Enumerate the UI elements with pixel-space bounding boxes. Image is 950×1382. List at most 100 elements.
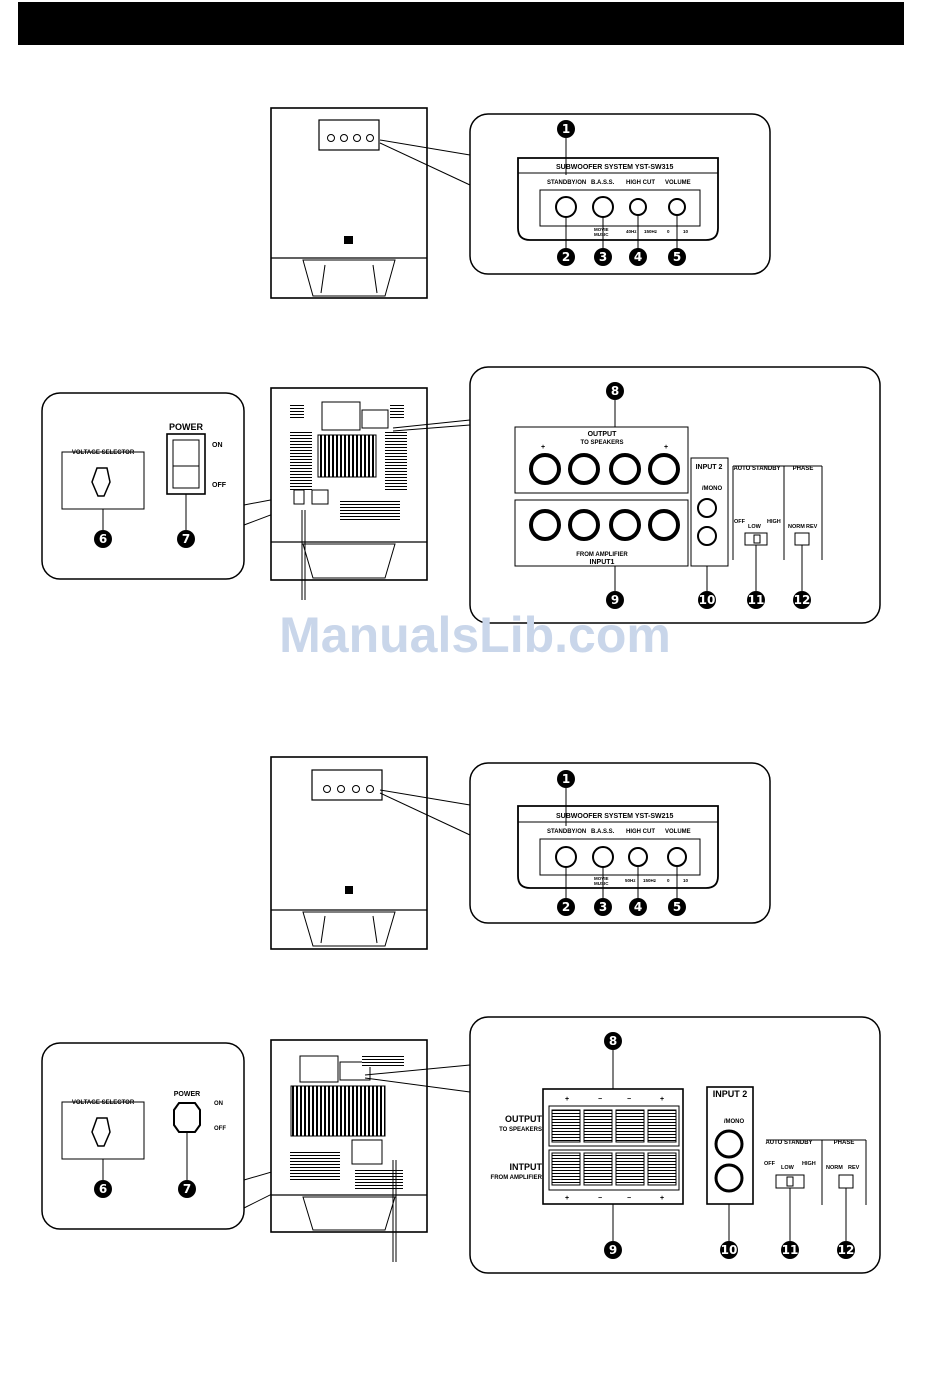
- voltage-selector-switch[interactable]: [91, 1117, 111, 1147]
- power-button[interactable]: [173, 1102, 201, 1133]
- speaker-in-clip[interactable]: [615, 1152, 645, 1186]
- auto-off-label: OFF: [764, 1161, 776, 1167]
- volume-knob[interactable]: [667, 847, 687, 867]
- phase-switch[interactable]: [794, 532, 810, 546]
- power-label: POWER: [169, 422, 204, 432]
- out-plus-left: +: [541, 444, 545, 451]
- svg-text:8: 8: [609, 1034, 617, 1048]
- svg-text:9: 9: [611, 593, 619, 607]
- highcut-label: HIGH CUT: [626, 180, 655, 186]
- speaker-out-clip[interactable]: [647, 1109, 677, 1143]
- bass-button[interactable]: [592, 846, 614, 868]
- standby-button[interactable]: [555, 196, 577, 218]
- callouts-8-12-bottom: 8 9 10 11 12: [604, 1032, 855, 1259]
- phase-switch[interactable]: [838, 1174, 854, 1189]
- minus-label: −: [627, 1096, 631, 1103]
- plus-label: +: [565, 1096, 569, 1103]
- speaker-out-terminal[interactable]: [648, 453, 680, 485]
- input-label: INTPUT: [510, 1162, 543, 1172]
- callout-box-rear-right-315: [469, 366, 881, 624]
- speaker-in-clip[interactable]: [647, 1152, 677, 1186]
- input2-rca-jack[interactable]: [697, 498, 717, 518]
- rear-cabinet-315: [270, 387, 428, 600]
- volume-knob[interactable]: [668, 198, 686, 216]
- speaker-in-terminal[interactable]: [609, 509, 641, 541]
- input2-rca-jack[interactable]: [714, 1129, 744, 1159]
- highcut-knob[interactable]: [628, 847, 648, 867]
- minus-label: −: [627, 1195, 631, 1202]
- svg-text:5: 5: [673, 900, 681, 914]
- power-off-label: OFF: [212, 482, 227, 489]
- svg-text:1: 1: [562, 772, 570, 786]
- auto-high-label: HIGH: [802, 1161, 816, 1167]
- standby-label: STANDBY/ON: [547, 180, 586, 186]
- speaker-in-terminal[interactable]: [568, 509, 600, 541]
- callouts-1-5-third: 1 2 3 4 5: [557, 770, 686, 916]
- svg-text:3: 3: [599, 250, 607, 264]
- standby-button[interactable]: [555, 846, 577, 868]
- out-plus-right: +: [664, 444, 668, 451]
- front-panel-215-title: SUBWOOFER SYSTEM YST-SW215: [556, 813, 673, 820]
- bass-button[interactable]: [592, 196, 614, 218]
- callout-1-top: 1: [557, 120, 575, 175]
- power-on-label: ON: [214, 1101, 223, 1107]
- svg-text:12: 12: [838, 1243, 855, 1257]
- freq-max: 150Hz: [643, 878, 657, 883]
- plus-label: +: [660, 1195, 664, 1202]
- to-speakers-label: TO SPEAKERS: [499, 1127, 542, 1133]
- to-speakers-label: TO SPEAKERS: [581, 440, 624, 446]
- front-panel-315-title: SUBWOOFER SYSTEM YST-SW315: [556, 164, 673, 171]
- svg-text:10: 10: [721, 1243, 738, 1257]
- auto-low-label: LOW: [781, 1165, 795, 1171]
- svg-text:2: 2: [562, 900, 570, 914]
- rear-terminals-315: OUTPUT TO SPEAKERS + + FROM AMPLIFIER IN…: [514, 426, 823, 567]
- speaker-out-terminal[interactable]: [568, 453, 600, 485]
- auto-off-label: OFF: [734, 519, 746, 525]
- freq-min: 40Hz: [626, 229, 637, 234]
- speaker-out-terminal[interactable]: [609, 453, 641, 485]
- auto-standby-label: AUTO STANDBY: [765, 1140, 812, 1146]
- svg-text:1: 1: [562, 122, 570, 136]
- from-amplifier-label: FROM AMPLIFIER: [576, 552, 628, 558]
- rear-cabinet-215: [270, 1039, 428, 1262]
- speaker-in-clip[interactable]: [551, 1152, 581, 1186]
- power-off-label: OFF: [214, 1126, 226, 1132]
- svg-text:4: 4: [634, 250, 642, 264]
- front-cabinet-215: [270, 756, 428, 950]
- plus-label: +: [660, 1096, 664, 1103]
- rear-terminals-215: OUTPUT TO SPEAKERS INTPUT FROM AMPLIFIER…: [491, 1086, 867, 1205]
- auto-low-label: LOW: [748, 524, 762, 530]
- voltage-selector-switch[interactable]: [91, 467, 111, 497]
- input2-rca-jack[interactable]: [714, 1163, 744, 1193]
- svg-text:9: 9: [609, 1243, 617, 1257]
- input2-label: INPUT 2: [713, 1089, 748, 1099]
- voltage-selector-label: VOLTAGE SELECTOR: [72, 450, 135, 456]
- svg-text:8: 8: [611, 384, 619, 398]
- input2-rca-jack[interactable]: [697, 526, 717, 546]
- speaker-in-clip[interactable]: [583, 1152, 613, 1186]
- plus-label: +: [565, 1195, 569, 1202]
- minus-label: −: [598, 1195, 602, 1202]
- speaker-in-terminal[interactable]: [648, 509, 680, 541]
- header-bar: [18, 2, 904, 45]
- mono-label: /MONO: [702, 486, 723, 492]
- svg-text:7: 7: [182, 532, 190, 546]
- svg-text:7: 7: [183, 1182, 191, 1196]
- vol-min: 0: [667, 878, 670, 883]
- speaker-out-terminal[interactable]: [529, 453, 561, 485]
- svg-text:5: 5: [673, 250, 681, 264]
- power-label: POWER: [174, 1091, 200, 1098]
- phase-rev-label: REV: [806, 524, 818, 530]
- input2-label: INPUT 2: [696, 464, 723, 471]
- highcut-knob[interactable]: [629, 198, 647, 216]
- svg-text:6: 6: [99, 532, 107, 546]
- speaker-in-terminal[interactable]: [529, 509, 561, 541]
- svg-text:12: 12: [794, 593, 811, 607]
- speaker-out-clip[interactable]: [551, 1109, 581, 1143]
- movie-label: MOVIE: [594, 227, 609, 232]
- speaker-out-clip[interactable]: [615, 1109, 645, 1143]
- front-panel-215: SUBWOOFER SYSTEM YST-SW215 STANDBY/ON B.…: [517, 805, 719, 889]
- speaker-out-clip[interactable]: [583, 1109, 613, 1143]
- freq-min: 50Hz: [625, 878, 636, 883]
